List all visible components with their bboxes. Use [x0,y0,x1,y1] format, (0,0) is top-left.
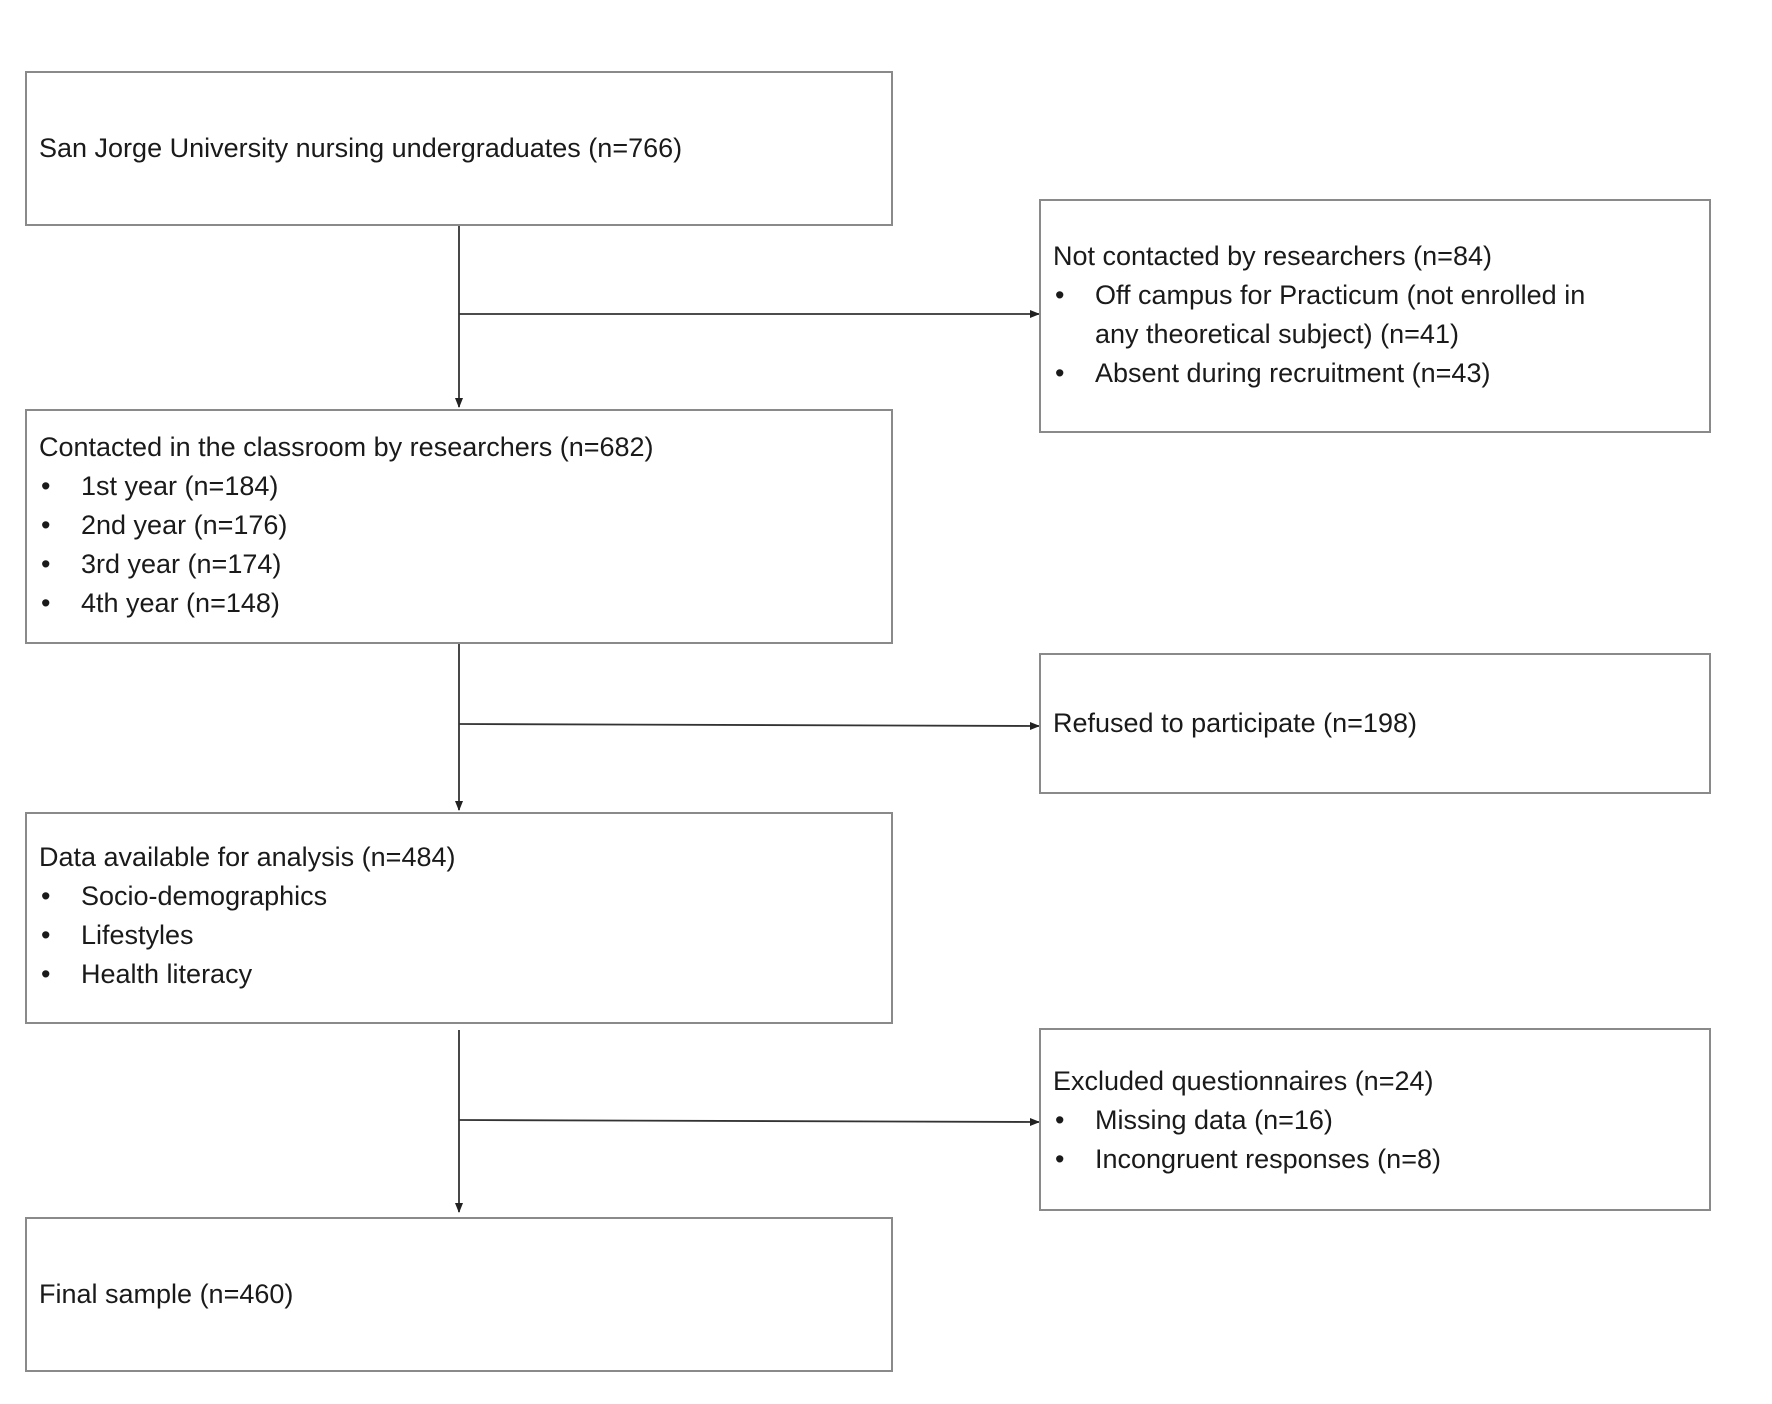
final-text: Final sample (n=460) [39,1279,294,1309]
excluded-content: Excluded questionnaires (n=24) Missing d… [1053,1062,1441,1179]
list-item: Missing data (n=16) [1053,1101,1441,1140]
list-item-line: Absent during recruitment (n=43) [1095,358,1491,388]
list-item-line: Off campus for Practicum (not enrolled i… [1095,280,1586,310]
not-contacted-box: Not contacted by researchers (n=84) Off … [1039,199,1711,433]
available-list: Socio-demographics Lifestyles Health lit… [39,877,455,994]
available-box: Data available for analysis (n=484) Soci… [25,812,893,1024]
refused-box: Refused to participate (n=198) [1039,653,1711,794]
final-box: Final sample (n=460) [25,1217,893,1372]
not-contacted-title: Not contacted by researchers (n=84) [1053,241,1492,271]
list-item: Socio-demographics [39,877,455,916]
available-content: Data available for analysis (n=484) Soci… [39,838,455,994]
contacted-title: Contacted in the classroom by researcher… [39,432,654,462]
list-item-line: any theoretical subject) (n=41) [1095,319,1459,349]
excluded-title: Excluded questionnaires (n=24) [1053,1066,1434,1096]
not-contacted-list: Off campus for Practicum (not enrolled i… [1053,276,1585,393]
contacted-box: Contacted in the classroom by researcher… [25,409,893,644]
list-item: 1st year (n=184) [39,467,654,506]
list-item: Absent during recruitment (n=43) [1053,354,1585,393]
population-box: San Jorge University nursing undergradua… [25,71,893,226]
arrow-to-excluded [458,1117,1040,1126]
available-title: Data available for analysis (n=484) [39,842,456,872]
list-item: 4th year (n=148) [39,584,654,623]
list-item: Off campus for Practicum (not enrolled i… [1053,276,1585,354]
list-item: Lifestyles [39,916,455,955]
arrow-to-refused [458,721,1040,730]
excluded-box: Excluded questionnaires (n=24) Missing d… [1039,1028,1711,1211]
not-contacted-content: Not contacted by researchers (n=84) Off … [1053,237,1585,393]
excluded-list: Missing data (n=16) Incongruent response… [1053,1101,1441,1179]
population-text: San Jorge University nursing undergradua… [39,133,683,163]
refused-text: Refused to participate (n=198) [1053,708,1417,738]
list-item: Incongruent responses (n=8) [1053,1140,1441,1179]
list-item: 3rd year (n=174) [39,545,654,584]
list-item: 2nd year (n=176) [39,506,654,545]
contacted-content: Contacted in the classroom by researcher… [39,428,654,623]
list-item: Health literacy [39,955,455,994]
contacted-list: 1st year (n=184) 2nd year (n=176) 3rd ye… [39,467,654,623]
